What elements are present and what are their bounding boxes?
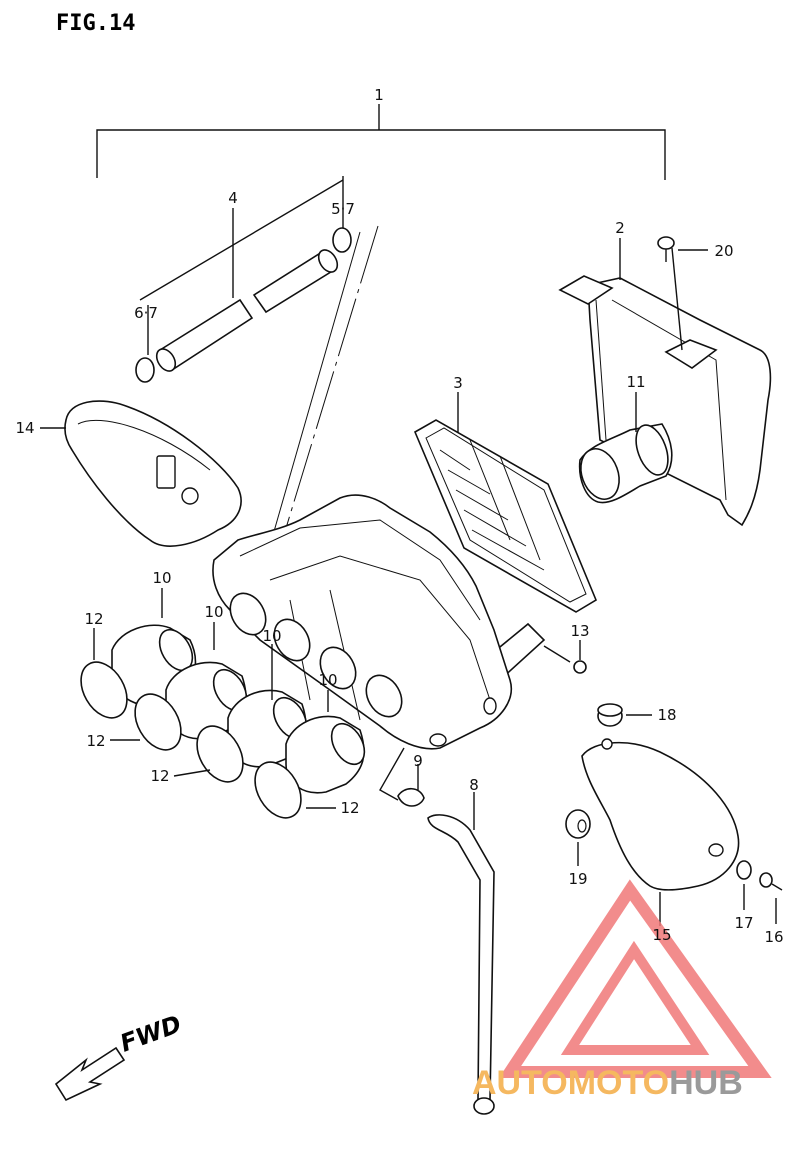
part-16-screw	[759, 872, 783, 924]
forward-arrow	[54, 1046, 126, 1102]
airbox-body	[212, 494, 513, 750]
part-3-filter	[413, 392, 598, 613]
callout-11: 11	[626, 373, 645, 391]
callout-20: 20	[714, 242, 733, 260]
part-11-duct	[578, 392, 673, 504]
part-2-housing	[558, 238, 772, 527]
callout-labels: 1 2 3 4 5·7 6·7 8 9 10 10 10 10 11 12 12…	[15, 86, 783, 946]
part-15-side-cover	[581, 738, 740, 926]
callout-10-a: 10	[152, 569, 171, 587]
part-8-hose	[379, 747, 495, 1115]
callout-2: 2	[615, 219, 625, 237]
watermark-text-auto: AUTOMOTOHUB	[472, 1064, 743, 1102]
callout-13: 13	[570, 622, 589, 640]
callout-16: 16	[764, 928, 783, 946]
callout-12-c: 12	[150, 767, 169, 785]
part-12-clamps	[80, 628, 336, 819]
callout-15: 15	[652, 926, 671, 944]
callout-10-c: 10	[262, 627, 281, 645]
part-14-cover	[40, 400, 242, 547]
callout-10-b: 10	[204, 603, 223, 621]
forward-label: FWD	[116, 1010, 185, 1058]
callout-6-7: 6·7	[134, 304, 158, 322]
callout-8: 8	[469, 776, 479, 794]
part-19-grommet	[565, 809, 591, 866]
callout-9: 9	[413, 752, 423, 770]
part-18-grommet	[597, 703, 652, 727]
part-10-boots	[111, 588, 366, 794]
callout-3: 3	[453, 374, 463, 392]
watermark-logo	[498, 879, 772, 1078]
callout-5-7: 5·7	[331, 200, 355, 218]
callout-18: 18	[657, 706, 676, 724]
part-17-washer	[736, 860, 752, 910]
callout-1: 1	[374, 86, 384, 104]
figure-title: FIG.14	[56, 11, 135, 36]
callout-12-b: 12	[86, 732, 105, 750]
assembly-bracket	[96, 104, 666, 180]
callout-14: 14	[15, 419, 34, 437]
callout-12-a: 12	[84, 610, 103, 628]
callout-19: 19	[568, 870, 587, 888]
callout-17: 17	[734, 914, 753, 932]
callout-10-d: 10	[318, 671, 337, 689]
callout-12-d: 12	[340, 799, 359, 817]
part-4-tube	[135, 176, 352, 383]
part-20-screw	[657, 236, 708, 262]
callout-4: 4	[228, 189, 238, 207]
